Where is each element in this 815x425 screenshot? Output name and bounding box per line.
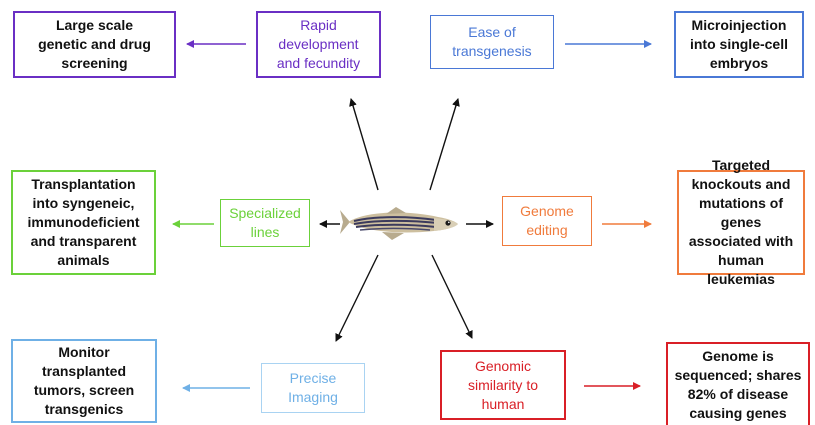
genomic-similarity-text: Genomic similarity to human [467,357,538,412]
transplantation-text: Transplantation into syngeneic, immunode… [27,176,140,268]
specialized-lines-text: Specialized lines [229,205,301,240]
arrow-center-to-imaging [335,254,379,342]
genomic-similarity-box: Genomic similarity to human [440,350,566,420]
arrow-center-to-rapid [349,98,379,191]
microinjection-text: Microinjection into single-cell embryos [689,17,788,71]
transplantation-box: Transplantation into syngeneic, immunode… [11,170,156,275]
monitor-tumors-text: Monitor transplanted tumors, screen tran… [33,344,135,417]
microinjection-box: Microinjection into single-cell embryos [674,11,804,78]
genome-editing-box: Genome editing [502,196,592,246]
genome-sequenced-text: Genome is sequenced; shares 82% of disea… [674,347,802,421]
ease-transgenesis-box: Ease of transgenesis [430,15,554,69]
precise-imaging-text: Precise Imaging [288,370,338,405]
targeted-knockouts-box: Targeted knockouts and mutations of gene… [677,157,805,287]
screening-box: Large scale genetic and drug screening [13,11,176,78]
arrow-center-to-similarity [431,254,473,339]
genome-sequenced-box: Genome is sequenced; shares 82% of disea… [666,342,810,425]
ease-transgenesis-text: Ease of transgenesis [452,24,532,59]
genome-editing-text: Genome editing [520,203,574,238]
targeted-knockouts-text: Targeted knockouts and mutations of gene… [688,157,794,287]
screening-text: Large scale genetic and drug screening [38,17,151,71]
monitor-tumors-box: Monitor transplanted tumors, screen tran… [11,339,157,423]
precise-imaging-box: Precise Imaging [261,363,365,413]
specialized-lines-box: Specialized lines [220,199,310,247]
rapid-development-box: Rapid development and fecundity [256,11,381,78]
rapid-development-text: Rapid development and fecundity [276,17,361,71]
arrow-center-to-transgenesis [429,98,460,191]
